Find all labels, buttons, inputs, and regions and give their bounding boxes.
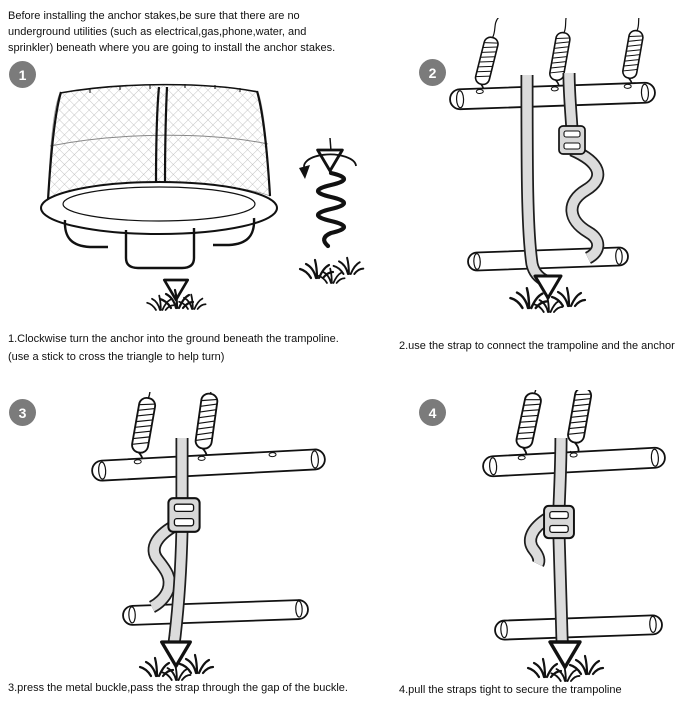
trampoline-bed <box>40 181 278 235</box>
leg-left <box>63 219 108 249</box>
spring <box>618 18 649 92</box>
top-frame-bar <box>91 448 326 482</box>
net-pole-center-a <box>154 86 161 187</box>
net-pole-center-b <box>163 86 169 187</box>
step-2-badge: 2 <box>419 59 446 86</box>
net-pole-left <box>46 91 63 201</box>
leg-front <box>124 228 196 270</box>
top-frame-bar <box>449 81 656 111</box>
top-frame-bar <box>482 446 666 478</box>
step-4-illustration <box>482 390 666 682</box>
net-top-rim <box>59 83 259 94</box>
step-2-caption: 2.use the strap to connect the trampolin… <box>399 340 675 352</box>
trampoline-mat <box>62 186 256 222</box>
metal-buckle <box>167 497 201 533</box>
ground-anchor <box>138 640 215 681</box>
step-1-caption-2: (use a stick to cross the triangle to he… <box>8 351 225 363</box>
spring <box>511 390 549 464</box>
rotation-arrowhead-icon <box>299 165 310 179</box>
ground-anchor <box>526 640 605 682</box>
spring <box>127 392 162 469</box>
metal-buckle <box>558 125 586 155</box>
warning-line-1: Before installing the anchor stakes,be s… <box>8 10 300 22</box>
step-4-caption: 4.pull the straps tight to secure the tr… <box>399 684 622 696</box>
spring <box>563 390 598 459</box>
lower-frame-bar <box>494 614 663 641</box>
step-3-caption: 3.press the metal buckle,pass the strap … <box>8 682 348 694</box>
step-1-badge: 1 <box>9 61 36 88</box>
spring <box>470 18 506 99</box>
leg-right <box>213 217 256 247</box>
anchor-strap <box>524 437 575 650</box>
warning-line-3: sprinkler) beneath where you are going t… <box>8 42 336 54</box>
warning-line-2: underground utilities (such as electrica… <box>8 26 307 38</box>
lower-frame-bar <box>467 246 629 272</box>
step-3-badge: 3 <box>9 399 36 426</box>
step-4-badge: 4 <box>419 399 446 426</box>
spiral-anchor <box>298 137 365 284</box>
spring <box>191 392 223 464</box>
step-2-illustration <box>449 18 656 313</box>
net-seam <box>49 134 269 147</box>
lower-frame-bar <box>122 599 309 626</box>
rotation-arrow-icon <box>303 153 357 173</box>
ground-anchor-under-trampoline <box>146 278 207 311</box>
ground-anchor <box>509 274 587 313</box>
step-3-illustration <box>91 392 326 681</box>
trampoline <box>40 83 278 270</box>
metal-buckle <box>543 504 575 540</box>
step-1-caption: 1.Clockwise turn the anchor into the gro… <box>8 333 339 345</box>
warning-text: Before installing the anchor stakes,be s… <box>8 8 335 56</box>
net-pole-right <box>255 90 272 197</box>
net-ticks <box>89 84 241 93</box>
step-1-illustration <box>40 83 365 311</box>
